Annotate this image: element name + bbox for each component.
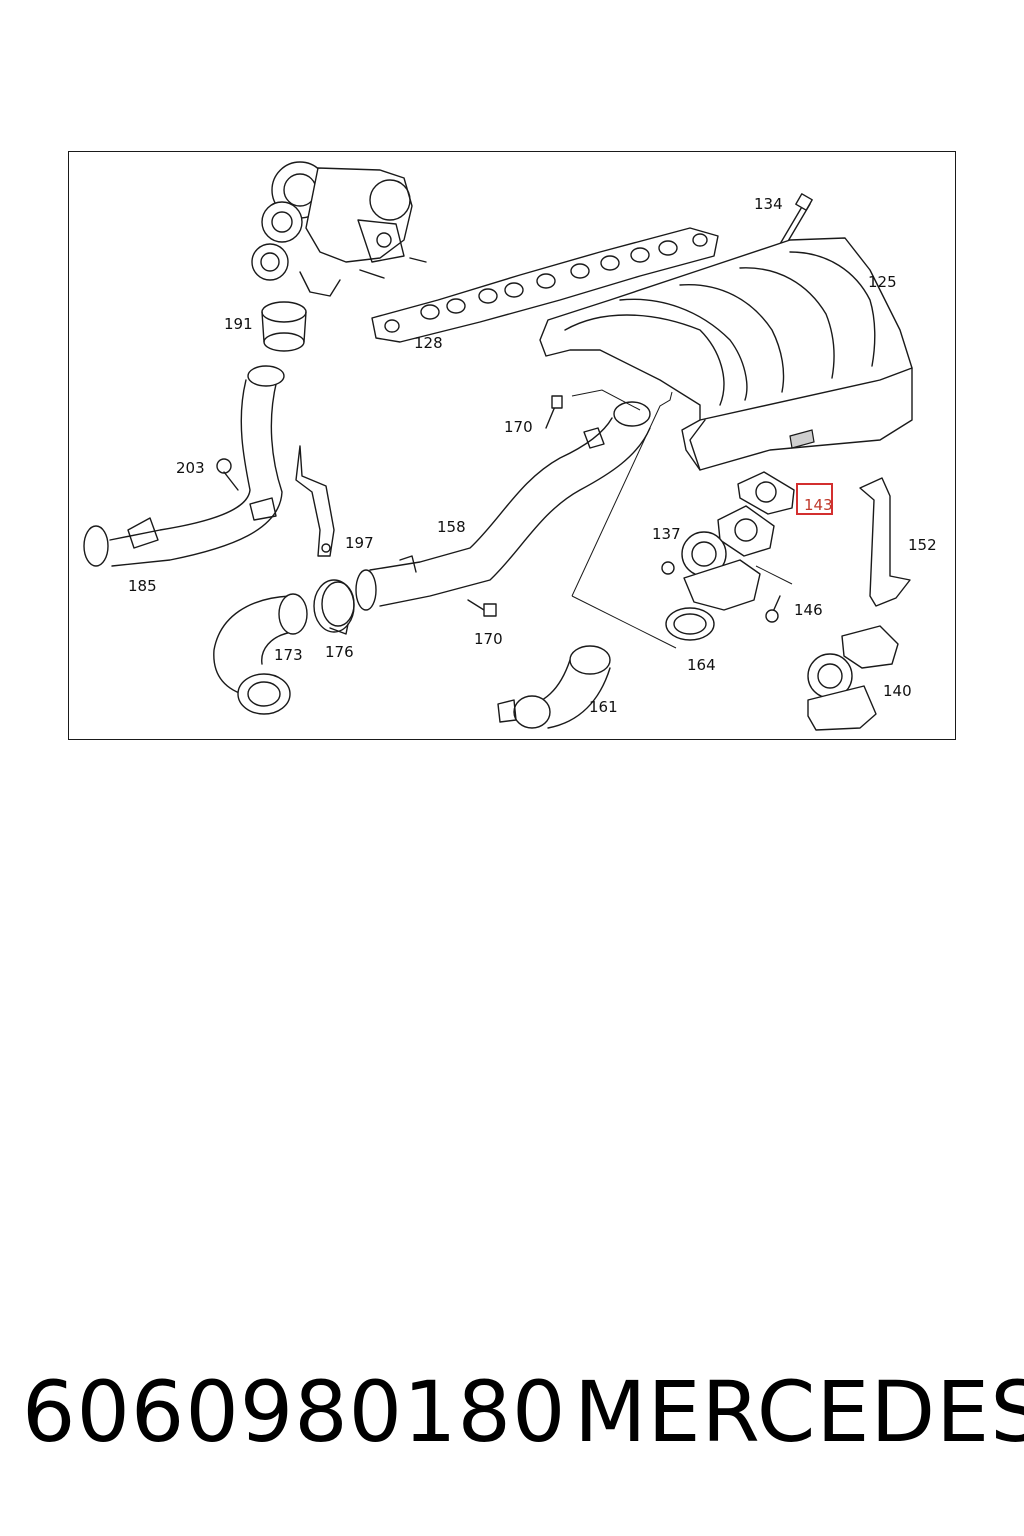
parts-diagram: 134 125 191 128 170 203 143 137 152 158 … — [83, 161, 937, 731]
gasket-143-drawing — [737, 471, 795, 515]
pipe-158-drawing — [355, 401, 651, 611]
callout-125: 125 — [868, 273, 897, 291]
clamp-176-drawing — [313, 579, 355, 635]
callout-140: 140 — [883, 682, 912, 700]
callout-164: 164 — [687, 656, 716, 674]
callout-173: 173 — [274, 646, 303, 664]
callout-152: 152 — [908, 536, 937, 554]
callout-161: 161 — [589, 698, 618, 716]
manifold-gasket-drawing — [371, 227, 719, 343]
part-number: 6060980180 — [22, 1363, 567, 1461]
egr-valve-137-drawing — [661, 505, 775, 611]
sleeve-191-drawing — [261, 301, 307, 352]
pipe-161-drawing — [497, 645, 611, 729]
callout-170a: 170 — [504, 418, 533, 436]
charge-pipe-185-drawing — [83, 365, 285, 567]
gasket-164-drawing — [665, 607, 715, 641]
callout-137: 137 — [652, 525, 681, 543]
bolt-203-drawing — [216, 458, 239, 491]
callout-176: 176 — [325, 643, 354, 661]
callout-203: 203 — [176, 459, 205, 477]
callout-128: 128 — [414, 334, 443, 352]
highlight-box-143 — [796, 483, 833, 515]
turbocharger-drawing — [251, 161, 427, 297]
callout-191: 191 — [224, 315, 253, 333]
hose-173-drawing — [213, 593, 308, 715]
valve-140-drawing — [807, 625, 899, 731]
callout-185: 185 — [128, 577, 157, 595]
callout-197: 197 — [345, 534, 374, 552]
bracket-152-drawing — [859, 477, 911, 607]
callout-146: 146 — [794, 601, 823, 619]
brand-name: MERCEDES — [574, 1363, 1024, 1461]
sensor-170a-drawing — [545, 389, 641, 429]
intake-manifold-drawing — [539, 237, 913, 471]
bracket-197-drawing — [295, 445, 335, 557]
callout-170b: 170 — [474, 630, 503, 648]
sensor-170b-drawing — [467, 599, 497, 617]
callout-143: 143 — [804, 496, 833, 514]
bolt-146-drawing — [755, 565, 793, 623]
callout-158: 158 — [437, 518, 466, 536]
callout-134: 134 — [754, 195, 783, 213]
